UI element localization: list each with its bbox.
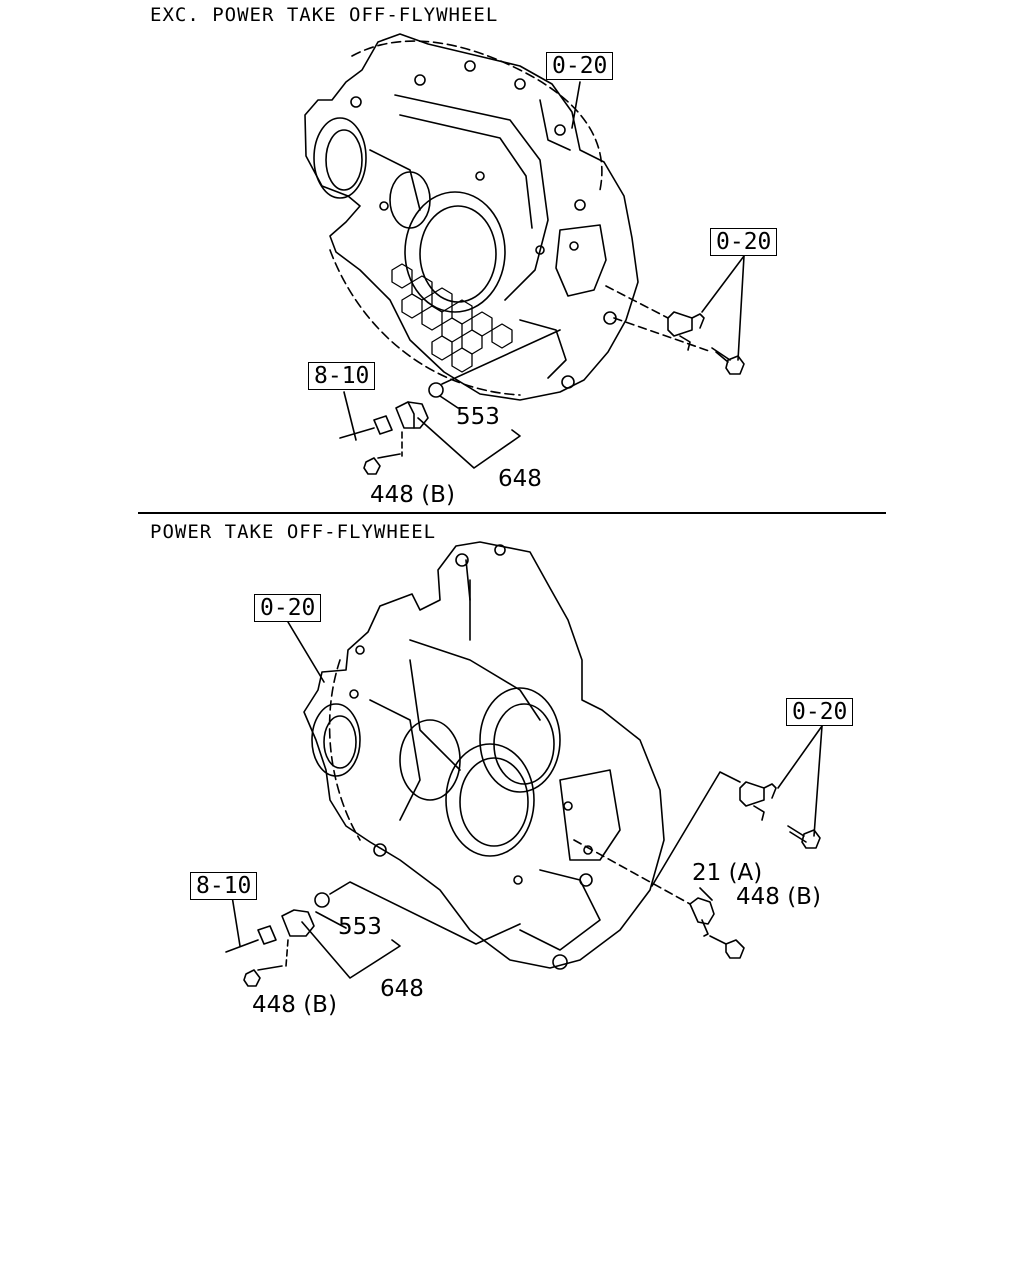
part-label-top-553: 553 xyxy=(456,404,500,430)
top-flywheel-housing xyxy=(304,33,639,401)
ref-box-bottom-0-20-b: 0-20 xyxy=(786,698,854,726)
part-label-bottom-21a: 21 (A) xyxy=(692,860,763,886)
bottom-21a-sensor xyxy=(573,771,745,959)
section-divider xyxy=(138,512,886,514)
part-label-top-648: 648 xyxy=(498,466,542,492)
part-label-bottom-648: 648 xyxy=(380,976,424,1002)
part-label-bottom-448b-right: 448 (B) xyxy=(736,884,821,910)
section-title-exc-pto: EXC. POWER TAKE OFF-FLYWHEEL xyxy=(150,4,499,26)
part-label-bottom-553: 553 xyxy=(338,914,382,940)
bottom-flywheel-housing xyxy=(303,541,665,970)
part-label-bottom-448b-left: 448 (B) xyxy=(252,992,337,1018)
bottom-left-sensor xyxy=(225,881,521,987)
section-title-pto: POWER TAKE OFF-FLYWHEEL xyxy=(150,521,437,543)
top-left-sensor xyxy=(339,329,561,475)
top-right-bolt xyxy=(613,317,745,375)
bottom-right-sensor xyxy=(739,781,777,821)
top-right-sensor xyxy=(605,285,705,351)
bottom-right-bolt xyxy=(787,825,821,849)
ref-box-bottom-0-20-a: 0-20 xyxy=(254,594,322,622)
part-label-top-448b: 448 (B) xyxy=(370,482,455,508)
ref-box-top-0-20-a: 0-20 xyxy=(546,52,614,80)
ref-box-bottom-8-10: 8-10 xyxy=(190,872,258,900)
ref-box-top-8-10: 8-10 xyxy=(308,362,376,390)
ref-box-top-0-20-b: 0-20 xyxy=(710,228,778,256)
